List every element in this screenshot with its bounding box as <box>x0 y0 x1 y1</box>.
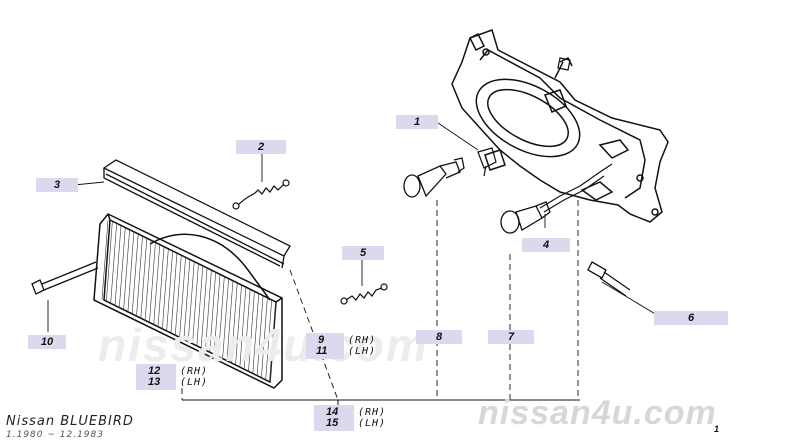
lens-rib <box>131 234 139 315</box>
callout-9-side: (RH) <box>348 335 377 346</box>
lens-rib <box>209 272 216 353</box>
lens-rib <box>174 255 182 336</box>
lens-rib <box>187 262 195 343</box>
lens-rib <box>123 230 130 311</box>
lens-rib <box>114 226 122 307</box>
callout-14-side: (RH) <box>358 407 387 418</box>
lens-rib <box>183 259 191 340</box>
lens-rib <box>101 219 109 301</box>
lens-rib <box>230 283 238 364</box>
lens-rib <box>196 266 204 347</box>
lens-rib <box>192 264 199 345</box>
lens-rib <box>265 299 272 380</box>
bulb-socket-wiring <box>539 163 613 213</box>
lens-rib <box>252 293 260 374</box>
lens-rib <box>261 297 268 378</box>
lens-rib <box>136 236 143 317</box>
lens-rib <box>248 291 255 372</box>
callout-6: 6 <box>654 311 728 325</box>
headlamp-housing <box>451 29 669 223</box>
callout-13-side: (LH) <box>180 377 209 388</box>
watermark-corner: nissan4u.com <box>478 394 717 432</box>
spring-upper <box>232 179 290 210</box>
callout-7: 7 <box>488 330 534 344</box>
lens-rib <box>157 247 165 328</box>
lens-rib <box>144 241 152 322</box>
callout-3: 3 <box>36 178 78 192</box>
callout-4: 4 <box>522 238 570 252</box>
callout-11-side: (LH) <box>348 346 377 357</box>
callout-10: 10 <box>28 335 66 349</box>
lens-ribs <box>101 219 277 383</box>
callout-5: 5 <box>342 246 384 260</box>
page-mark: 1 <box>714 424 720 434</box>
lens-rib <box>226 280 234 361</box>
callout-12-13-box <box>136 364 176 390</box>
lens-rib <box>106 222 113 303</box>
lens-rib <box>127 232 135 313</box>
callout-15-side: (LH) <box>358 418 387 429</box>
lens-rib <box>179 257 186 338</box>
bulb-clip <box>477 147 497 177</box>
lens-rib <box>118 228 126 309</box>
callout-13: 13 <box>148 376 161 388</box>
lens-rib <box>200 268 208 349</box>
lens-rib <box>140 238 148 319</box>
dashed-leaders <box>181 200 579 401</box>
watermark-center: nissan4u.com <box>98 319 429 371</box>
lens-rib <box>239 287 247 368</box>
parking-bulb <box>500 201 551 234</box>
lens-rib <box>256 295 264 376</box>
lens-rib <box>205 270 212 351</box>
callout-11: 11 <box>316 345 328 357</box>
model-title: Nissan BLUEBIRD <box>6 414 134 429</box>
lens-rib <box>222 278 229 359</box>
trim-molding <box>102 159 291 269</box>
callout-8: 8 <box>416 330 462 344</box>
headlamp-bulb <box>403 157 465 198</box>
lens-rib <box>153 245 160 326</box>
leader-lines <box>47 122 663 332</box>
callout-9: 9 <box>318 334 325 346</box>
callout-1: 1 <box>396 115 438 129</box>
callout-14: 14 <box>326 406 339 418</box>
lens-rib <box>235 285 242 366</box>
callout-9-11-box <box>306 333 344 359</box>
lens-rib <box>213 274 221 355</box>
lens-rib <box>269 301 277 383</box>
lens-rib <box>110 224 117 305</box>
lens-rib <box>170 253 178 334</box>
lens-rib <box>243 289 251 370</box>
callout-15: 15 <box>326 417 339 429</box>
lens-rib <box>162 249 169 330</box>
callout-12: 12 <box>148 365 161 377</box>
callout-2: 2 <box>236 140 286 154</box>
model-dates: 1.1980 ~ 12.1983 <box>6 430 104 440</box>
callout-14-15-box <box>314 405 354 431</box>
top-screw <box>557 57 571 71</box>
lens-rib <box>149 243 156 324</box>
callout-12-side: (RH) <box>180 366 209 377</box>
mounting-screw <box>587 261 631 297</box>
lens-rib <box>218 276 225 357</box>
spring-lower <box>340 283 388 305</box>
long-screw <box>31 261 99 295</box>
lens-rib <box>166 251 173 332</box>
